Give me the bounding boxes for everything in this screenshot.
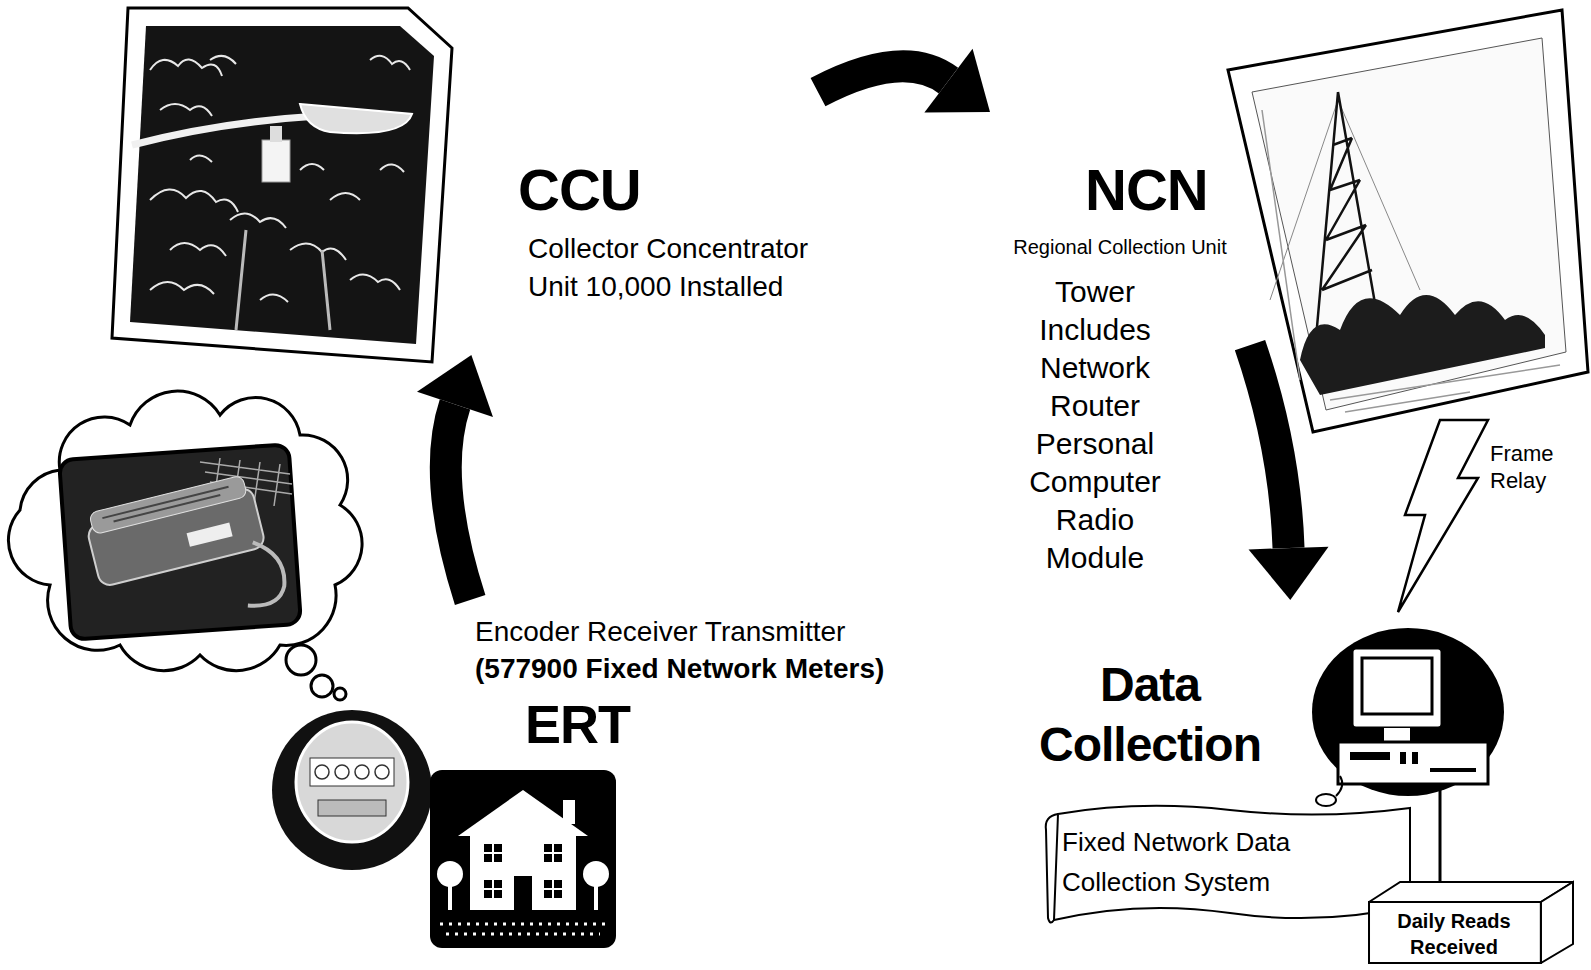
ncn-stage: NCN Regional Collection UnitTower Include…	[990, 60, 1250, 590]
foliage	[150, 56, 410, 302]
scroll-curl	[1046, 814, 1058, 923]
cloud-outline	[8, 391, 362, 671]
ccu-mount	[270, 126, 282, 142]
meter-icon	[272, 710, 432, 870]
roof	[458, 790, 588, 836]
ccu-photo	[112, 8, 452, 362]
window-bars	[484, 844, 562, 898]
photo-frame	[1228, 10, 1588, 432]
flow-arrow	[417, 355, 493, 600]
system-name: Fixed Network Data Collection System	[1062, 822, 1382, 902]
windows	[484, 844, 562, 910]
meter-dials	[315, 765, 389, 779]
lightning-bolt	[1398, 420, 1488, 612]
flow-arrow	[1249, 345, 1329, 600]
computer-backdrop	[1312, 628, 1504, 796]
mouse-cord	[1336, 776, 1342, 796]
box-top	[1369, 882, 1573, 902]
ert-stage: Encoder Receiver Transmitter(577900 Fixe…	[450, 600, 1010, 765]
ccu-unit	[262, 140, 290, 182]
photo-ground	[130, 26, 434, 344]
stage-heading: ERT	[525, 692, 630, 757]
stage-description: Tower Includes Network Router Personal C…	[1005, 273, 1185, 577]
device-cable	[233, 537, 290, 609]
scroll-shape	[1040, 800, 1420, 928]
stage-heading: Data Collection	[1000, 655, 1300, 775]
meter-base	[318, 800, 386, 816]
ert-photo	[59, 444, 301, 640]
ccu-stage: CCUCollector Concentrator Unit 10,000 In…	[112, 5, 818, 355]
ground-dots	[440, 924, 606, 934]
arrow-head	[417, 355, 493, 417]
meter-glass	[296, 722, 408, 842]
stage-subtitle: Regional Collection Unit	[990, 235, 1250, 259]
arrow-shaft	[1250, 345, 1289, 548]
thought-cloud	[8, 391, 362, 700]
street-light	[300, 104, 412, 133]
feed-line	[1439, 784, 1442, 882]
arrow-shaft	[446, 404, 470, 600]
ert-device	[83, 471, 290, 642]
arrow-head	[1249, 547, 1329, 600]
system-unit	[1338, 742, 1488, 784]
screen	[1362, 658, 1432, 714]
box-side	[1541, 882, 1573, 963]
scroll-outline	[1054, 806, 1410, 920]
house-icon	[430, 770, 616, 948]
tree-trunk	[236, 230, 330, 330]
tree-trunks	[450, 884, 596, 910]
ground	[1262, 110, 1560, 412]
box-caption: Daily Reads Received	[1368, 908, 1540, 960]
stage-description: Collector Concentrator Unit 10,000 Insta…	[528, 230, 818, 306]
monitor-stand	[1384, 728, 1410, 742]
house-tile	[430, 770, 616, 948]
house-body	[470, 834, 576, 910]
mouse	[1316, 794, 1336, 806]
flow-arrow	[818, 49, 990, 113]
thought-dot	[334, 688, 346, 700]
arrow-head	[924, 49, 990, 113]
photo-frame	[112, 8, 452, 362]
meter-count: (577900 Fixed Network Meters)	[475, 652, 884, 686]
link-label: Frame Relay	[1490, 440, 1575, 494]
tree	[437, 861, 463, 887]
tree-line	[1300, 295, 1545, 395]
tower-photo	[1228, 10, 1588, 432]
stage-description: Encoder Receiver Transmitter	[475, 615, 845, 649]
device-tag	[187, 523, 233, 547]
monitor	[1352, 648, 1442, 728]
stage-heading: CCU	[518, 155, 641, 225]
photo-inner	[1252, 38, 1566, 410]
unit-slots	[1350, 752, 1476, 772]
thought-dot	[286, 645, 316, 675]
meter-disc	[272, 710, 432, 870]
arrow-shaft	[818, 66, 948, 92]
system-scroll: Fixed Network Data Collection System	[1040, 800, 1420, 928]
stage-heading: NCN	[1085, 155, 1208, 225]
meter-face	[310, 758, 394, 786]
tree	[583, 861, 609, 887]
thought-dot	[311, 675, 333, 697]
data-collection-stage: Data CollectionFixed Network Data Collec…	[1000, 600, 1590, 965]
device-ribs	[102, 487, 230, 524]
reads-box: Daily Reads Received	[1368, 880, 1574, 964]
